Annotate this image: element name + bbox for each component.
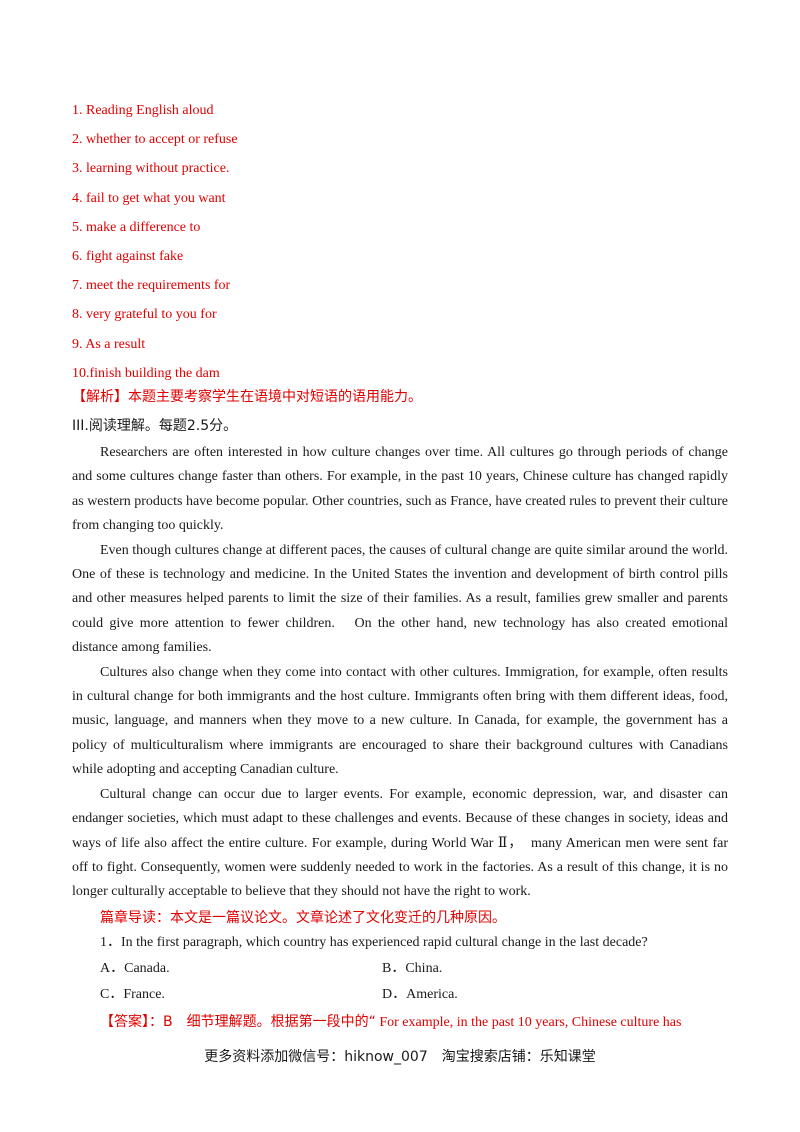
passage-paragraph: Even though cultures change at different… bbox=[72, 542, 728, 656]
answer-list: 1. Reading English aloud 2. whether to a… bbox=[72, 96, 732, 388]
passage-guide: 篇章导读：本文是一篇议论文。文章论述了文化变迁的几种原因。 bbox=[100, 910, 506, 926]
answer-explanation: 【答案】：B 细节理解题。根据第一段中的“ For example, in th… bbox=[100, 1011, 730, 1034]
page-footer: 更多资料添加微信号：hiknow_007 淘宝搜索店铺：乐知课堂 bbox=[204, 1049, 596, 1065]
option-c: C．France. bbox=[100, 987, 165, 1002]
passage-paragraph: Researchers are often interested in how … bbox=[72, 445, 728, 534]
answer-item: 3. learning without practice. bbox=[72, 161, 230, 177]
question-options: A．Canada. B．China. C．France. D．America. bbox=[100, 958, 620, 1010]
option-b: B．China. bbox=[382, 961, 443, 976]
answer-item: 7. meet the requirements for bbox=[72, 278, 231, 294]
answer-item: 2. whether to accept or refuse bbox=[72, 132, 238, 148]
answer-item: 1. Reading English aloud bbox=[72, 103, 214, 118]
analysis-note: 【解析】本题主要考察学生在语境中对短语的语用能力。 bbox=[72, 389, 422, 405]
option-d: D．America. bbox=[382, 987, 458, 1002]
option-a: A．Canada. bbox=[100, 961, 170, 976]
option-row: C．France. D．America. bbox=[100, 984, 620, 1010]
answer-item: 10.finish building the dam bbox=[72, 365, 220, 381]
passage-paragraph: Cultural change can occur due to larger … bbox=[72, 786, 728, 900]
answer-item: 8. very grateful to you for bbox=[72, 307, 217, 323]
option-row: A．Canada. B．China. bbox=[100, 958, 620, 984]
passage-paragraph: Cultures also change when they come into… bbox=[72, 664, 728, 778]
answer-quote: For example, in the past 10 years, Chine… bbox=[375, 1015, 682, 1030]
section-heading: III.阅读理解。每题2.5分。 bbox=[72, 418, 238, 434]
question-stem: 1．In the first paragraph, which country … bbox=[100, 935, 648, 950]
answer-item: 4. fail to get what you want bbox=[72, 190, 226, 206]
answer-item: 5. make a difference to bbox=[72, 219, 201, 235]
answer-tag: 【答案】：B 细节理解题。根据第一段中的“ bbox=[100, 1014, 376, 1030]
answer-item: 6. fight against fake bbox=[72, 249, 184, 265]
reading-passage: Researchers are often interested in how … bbox=[72, 441, 728, 905]
answer-item: 9. As a result bbox=[72, 336, 146, 352]
